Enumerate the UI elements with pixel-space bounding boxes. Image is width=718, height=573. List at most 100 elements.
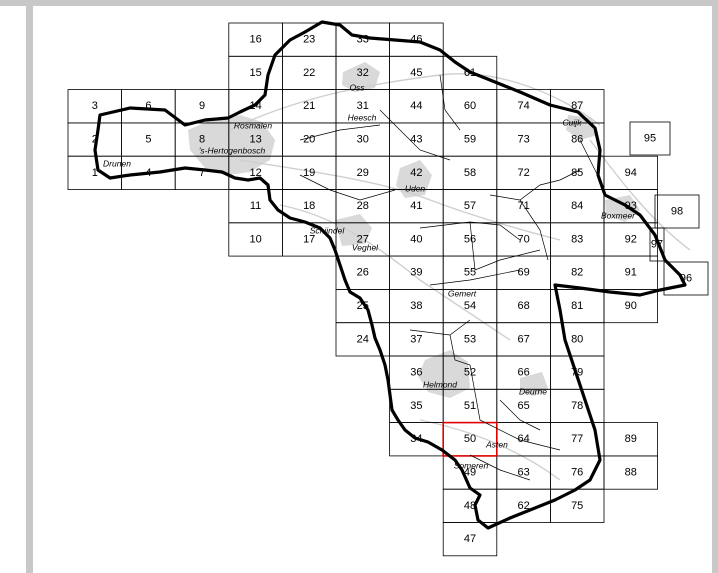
sheet-number: 51 <box>464 400 476 412</box>
sheet-cell-55[interactable]: 55 <box>442 255 498 290</box>
boundary-line-13 <box>499 399 541 431</box>
sheet-cell-25[interactable]: 25 <box>335 288 390 324</box>
sheet-number: 65 <box>517 400 529 412</box>
sheet-number: 70 <box>517 233 529 245</box>
sheet-number: 18 <box>303 200 315 212</box>
sheet-cell-5[interactable]: 5 <box>121 122 176 157</box>
sheet-cell-22[interactable]: 22 <box>281 55 337 90</box>
province-border <box>93 20 687 530</box>
sheet-cell-98[interactable]: 98 <box>654 194 700 229</box>
sheet-number: 59 <box>464 133 476 145</box>
sheet-number: 31 <box>357 100 369 112</box>
sheet-number: 95 <box>644 132 656 144</box>
place-label: Someren <box>454 460 489 470</box>
sheet-number: 88 <box>625 466 637 478</box>
urban-area-helmond <box>418 350 470 398</box>
sheet-cell-94[interactable]: 94 <box>603 155 658 190</box>
sheet-cell-80[interactable]: 80 <box>550 322 605 357</box>
boundary-line-1 <box>419 221 521 241</box>
sheet-number: 47 <box>464 533 476 545</box>
urban-area-boxmeer <box>605 195 640 222</box>
place-label: Heesch <box>348 112 377 122</box>
sheet-number: 38 <box>410 300 422 312</box>
sheet-number: 26 <box>357 267 369 279</box>
sheet-cell-19[interactable]: 19 <box>281 155 337 190</box>
left-border <box>26 0 33 573</box>
sheet-cell-58[interactable]: 58 <box>442 155 498 190</box>
sheet-number: 6 <box>145 100 151 112</box>
sheet-cell-10[interactable]: 10 <box>228 222 283 257</box>
sheet-cell-56[interactable]: 56 <box>442 222 498 257</box>
place-label: Oss <box>349 82 365 92</box>
sheet-number: 67 <box>517 333 529 345</box>
place-label: Gemert <box>448 288 477 298</box>
sheet-cell-37[interactable]: 37 <box>389 322 444 357</box>
sheet-cell-16[interactable]: 16 <box>228 22 283 57</box>
sheet-cell-38[interactable]: 38 <box>389 288 444 324</box>
sheet-cell-76[interactable]: 76 <box>550 455 605 490</box>
roads <box>229 73 691 481</box>
boundary-line-5 <box>449 334 561 451</box>
urban-area-uden <box>396 160 432 198</box>
sheet-cell-71[interactable]: 71 <box>496 189 551 224</box>
sheet-number: 21 <box>303 100 315 112</box>
sheet-cell-45[interactable]: 45 <box>389 55 444 90</box>
sheet-number: 71 <box>517 200 529 212</box>
sheet-number: 13 <box>249 133 261 145</box>
place-label: Helmond <box>423 379 457 389</box>
sheet-cell-68[interactable]: 68 <box>496 288 551 324</box>
sheet-cell-20[interactable]: 20 <box>281 122 337 157</box>
sheet-number: 60 <box>464 100 476 112</box>
place-label: Schijndel <box>310 225 346 235</box>
sheet-cell-85[interactable]: 85 <box>550 155 605 190</box>
sheet-number: 1 <box>92 167 98 179</box>
sheet-cell-67[interactable]: 67 <box>496 322 551 357</box>
sheet-number: 56 <box>464 233 476 245</box>
sheet-cell-6[interactable]: 6 <box>121 89 176 124</box>
sheet-number: 81 <box>571 300 583 312</box>
sheet-cell-3[interactable]: 3 <box>67 89 122 124</box>
sheet-cell-40[interactable]: 40 <box>389 222 444 257</box>
sheet-cell-59[interactable]: 59 <box>442 122 498 157</box>
sheet-number: 39 <box>410 267 422 279</box>
sheet-cell-29[interactable]: 29 <box>335 155 390 190</box>
sheet-cell-89[interactable]: 89 <box>603 422 658 457</box>
place-label: Deurne <box>519 386 547 396</box>
right-border <box>712 0 718 573</box>
boundary-line-12 <box>439 74 461 131</box>
sheet-cell-75[interactable]: 75 <box>550 488 605 523</box>
sheet-number: 9 <box>199 100 205 112</box>
sheet-number: 20 <box>303 133 315 145</box>
sheet-cell-63[interactable]: 63 <box>496 455 551 490</box>
sheet-cell-84[interactable]: 84 <box>550 189 605 224</box>
sheet-number: 94 <box>625 167 637 179</box>
sheet-number: 55 <box>464 267 476 279</box>
sheet-cell-44[interactable]: 44 <box>389 89 444 124</box>
sheet-cell-78[interactable]: 78 <box>550 388 605 423</box>
sheet-number: 36 <box>410 367 422 379</box>
sheet-number: 75 <box>571 500 583 512</box>
sheet-cell-95[interactable]: 95 <box>629 121 671 156</box>
road-a59 <box>229 73 601 131</box>
sheet-number: 84 <box>571 200 583 212</box>
sheet-number: 58 <box>464 167 476 179</box>
place-label: Rosmalen <box>234 120 273 130</box>
sheet-number: 83 <box>571 233 583 245</box>
sheet-cell-outline <box>603 422 658 457</box>
sheet-cell-91[interactable]: 91 <box>603 255 658 290</box>
sheet-cell-88[interactable]: 88 <box>603 455 658 490</box>
sheet-number: 40 <box>410 233 422 245</box>
top-border <box>0 0 718 6</box>
sheet-number: 69 <box>517 267 529 279</box>
sheet-cell-48[interactable]: 48 <box>442 488 498 523</box>
sheet-number: 30 <box>357 133 369 145</box>
sheet-cell-73[interactable]: 73 <box>496 122 551 157</box>
sheet-number: 76 <box>571 466 583 478</box>
sheet-cell-57[interactable]: 57 <box>442 189 498 224</box>
sheet-cell-30[interactable]: 30 <box>335 122 390 157</box>
sheet-number: 45 <box>410 67 422 79</box>
municipal-boundaries <box>299 74 601 481</box>
sheet-cell-outline <box>442 55 498 90</box>
